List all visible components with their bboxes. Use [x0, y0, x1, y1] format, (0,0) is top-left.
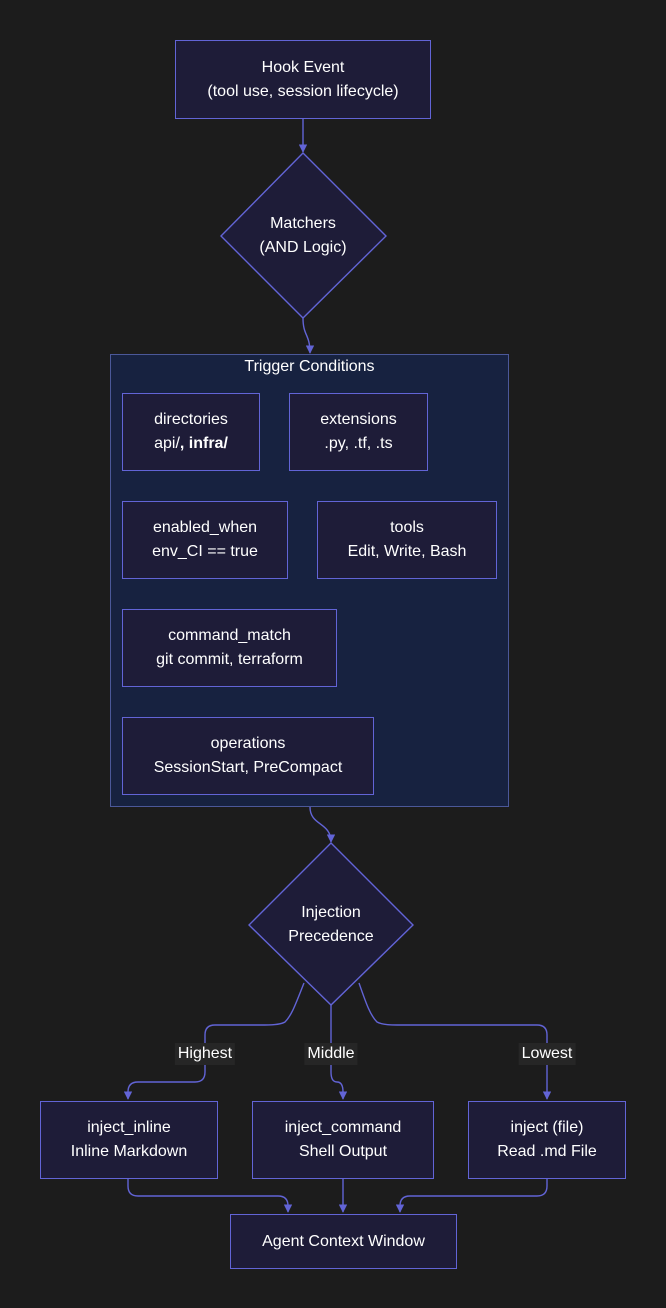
directories-label: directories	[154, 411, 228, 428]
tools-label: tools	[390, 519, 424, 536]
extensions-value: .py, .tf, .ts	[324, 435, 393, 452]
command-match-node: command_match git commit, terraform	[122, 609, 337, 687]
edge-label-lowest: Lowest	[518, 1043, 576, 1065]
directories-node: directories api/, infra/	[122, 393, 260, 471]
operations-value: SessionStart, PreCompact	[153, 759, 343, 776]
hook-event-node: Hook Event (tool use, session lifecycle)	[175, 40, 431, 119]
enabled-when-value: env_CI == true	[152, 543, 258, 560]
matchers-diamond-shape	[220, 152, 387, 319]
edge-inline-to-context	[127, 1178, 293, 1213]
hook-event-title: Hook Event	[261, 58, 345, 76]
inject-inline-title: inject_inline	[87, 1119, 171, 1136]
enabled-when-label: enabled_when	[152, 519, 258, 536]
matchers-subtitle: (AND Logic)	[259, 239, 347, 256]
directories-value: api/, infra/	[154, 435, 228, 452]
command-match-label: command_match	[168, 627, 291, 644]
edge-matchers-to-trigger	[302, 317, 315, 354]
inject-inline-node: inject_inline Inline Markdown	[40, 1101, 218, 1179]
operations-node: operations SessionStart, PreCompact	[122, 717, 374, 795]
edge-precedence-to-command	[330, 1005, 348, 1100]
edge-label-middle: Middle	[304, 1043, 358, 1065]
matchers-title: Matchers	[270, 215, 336, 232]
tools-value: Edit, Write, Bash	[347, 543, 467, 560]
matchers-diamond: Matchers (AND Logic)	[213, 212, 393, 260]
injection-precedence-subtitle: Precedence	[288, 928, 374, 945]
inject-file-title: inject (file)	[510, 1119, 584, 1136]
inject-file-subtitle: Read .md File	[497, 1143, 597, 1160]
injection-precedence-diamond: Injection Precedence	[241, 901, 421, 949]
enabled-when-node: enabled_when env_CI == true	[122, 501, 288, 579]
edge-label-highest: Highest	[174, 1043, 236, 1065]
edge-file-to-context	[395, 1178, 548, 1213]
inject-command-node: inject_command Shell Output	[252, 1101, 434, 1179]
command-match-value: git commit, terraform	[156, 651, 303, 668]
extensions-label: extensions	[320, 411, 397, 428]
inject-inline-subtitle: Inline Markdown	[70, 1143, 188, 1160]
edge-precedence-to-inline	[123, 982, 305, 1100]
injection-precedence-title: Injection	[301, 904, 361, 921]
precedence-diamond-shape	[248, 842, 414, 1006]
tools-node: tools Edit, Write, Bash	[317, 501, 497, 579]
extensions-node: extensions .py, .tf, .ts	[289, 393, 428, 471]
agent-context-window-node: Agent Context Window	[230, 1214, 457, 1269]
agent-context-window-label: Agent Context Window	[262, 1232, 425, 1250]
edge-trigger-to-precedence	[309, 806, 336, 843]
operations-label: operations	[210, 735, 286, 752]
inject-command-subtitle: Shell Output	[298, 1143, 388, 1160]
edge-precedence-to-file	[358, 982, 552, 1100]
inject-command-title: inject_command	[284, 1119, 402, 1136]
hook-event-subtitle: (tool use, session lifecycle)	[207, 82, 399, 100]
inject-file-node: inject (file) Read .md File	[468, 1101, 626, 1179]
trigger-conditions-title: Trigger Conditions	[244, 358, 375, 375]
